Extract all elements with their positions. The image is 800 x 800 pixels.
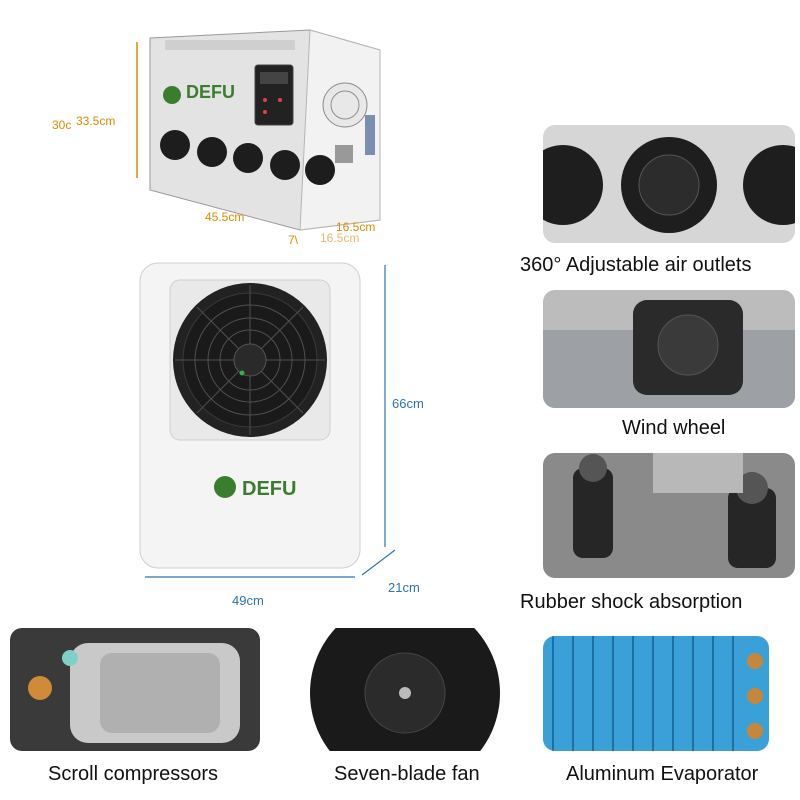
top-width-label: 45.5cm bbox=[205, 210, 245, 224]
front-unit-figure bbox=[130, 255, 400, 605]
aluminum-evaporator-photo bbox=[543, 636, 769, 751]
top-height-label: 33.5cm bbox=[76, 114, 116, 128]
top-depth-label-ghost: 16.5cm bbox=[320, 231, 360, 245]
wind-wheel-icon bbox=[543, 300, 795, 408]
compressor-icon bbox=[28, 643, 240, 743]
seven-blade-fan-icon bbox=[310, 628, 500, 751]
air-outlet-icon bbox=[543, 137, 795, 233]
top-height-label-cut: 30c bbox=[52, 118, 72, 132]
caption-rubber-shock: Rubber shock absorption bbox=[520, 591, 743, 613]
front-unit-logo: DEFU bbox=[242, 478, 297, 500]
scroll-compressor-photo bbox=[10, 628, 260, 751]
rubber-shock-photo bbox=[543, 453, 795, 578]
rubber-shock-icon bbox=[573, 453, 776, 568]
front-width-label: 49cm bbox=[232, 593, 264, 608]
evaporator-fins-icon bbox=[552, 636, 763, 751]
caption-wind-wheel: Wind wheel bbox=[622, 417, 726, 439]
caption-scroll-compressors: Scroll compressors bbox=[48, 763, 219, 785]
top-unit-illustration bbox=[136, 29, 381, 231]
top-depth-label: 16.5cm bbox=[336, 220, 376, 234]
top-small-mark: 7\ bbox=[288, 233, 299, 247]
seven-blade-fan-photo bbox=[280, 628, 525, 751]
wind-wheel-photo bbox=[543, 290, 795, 408]
air-outlets-photo bbox=[543, 125, 795, 243]
caption-seven-blade-fan: Seven-blade fan bbox=[334, 763, 480, 785]
caption-aluminum-evaporator: Aluminum Evaporator bbox=[566, 763, 759, 785]
caption-air-outlets: 360° Adjustable air outlets bbox=[520, 254, 752, 276]
front-depth-label: 21cm bbox=[388, 580, 420, 595]
top-unit-logo: DEFU bbox=[186, 82, 235, 102]
top-unit-figure bbox=[120, 20, 400, 250]
front-height-label: 66cm bbox=[392, 396, 424, 411]
front-unit-illustration bbox=[139, 262, 396, 578]
